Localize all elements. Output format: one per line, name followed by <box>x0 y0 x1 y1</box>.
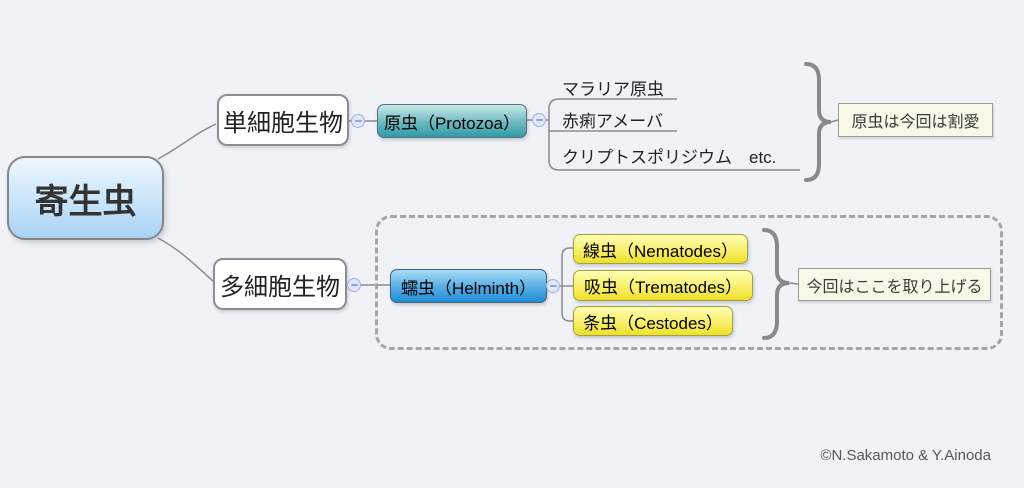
curly-brace-protozoa <box>804 62 832 182</box>
note-helminth-focus[interactable]: 今回はここを取り上げる <box>798 268 991 301</box>
collapse-toggle-protozoa[interactable] <box>532 113 546 127</box>
node-multicellular[interactable]: 多細胞生物 <box>213 258 347 310</box>
collapse-toggle-helminth[interactable] <box>546 279 560 293</box>
node-unicellular[interactable]: 単細胞生物 <box>217 94 349 146</box>
node-nematodes[interactable]: 線虫（Nematodes） <box>573 234 748 264</box>
node-malaria-protozoa[interactable]: マラリア原虫 <box>562 80 664 99</box>
collapse-toggle-multicellular[interactable] <box>347 278 361 292</box>
minus-icon <box>549 285 557 287</box>
collapse-toggle-unicellular[interactable] <box>351 114 365 128</box>
node-parasite-root[interactable]: 寄生虫 <box>7 156 164 240</box>
copyright-credit: ©N.Sakamoto & Y.Ainoda <box>820 447 991 464</box>
node-cestodes[interactable]: 条虫（Cestodes） <box>573 306 733 336</box>
node-cryptosporidium[interactable]: クリプトスポリジウム etc. <box>562 148 777 167</box>
edge-root-unicellular <box>157 123 217 160</box>
node-dysentery-amoeba[interactable]: 赤痢アメーバ <box>562 112 663 131</box>
note-protozoa-omitted[interactable]: 原虫は今回は割愛 <box>838 103 993 137</box>
node-protozoa[interactable]: 原虫（Protozoa） <box>377 104 527 138</box>
minus-icon <box>354 120 362 122</box>
edge-root-multicellular <box>157 237 215 283</box>
minus-icon <box>350 284 358 286</box>
helminth-group-outline <box>375 215 1003 350</box>
minus-icon <box>535 119 543 121</box>
edge-brace-protozoa-note <box>830 119 839 123</box>
node-trematodes[interactable]: 吸虫（Trematodes） <box>573 270 753 301</box>
node-helminth[interactable]: 蠕虫（Helminth） <box>390 269 547 303</box>
